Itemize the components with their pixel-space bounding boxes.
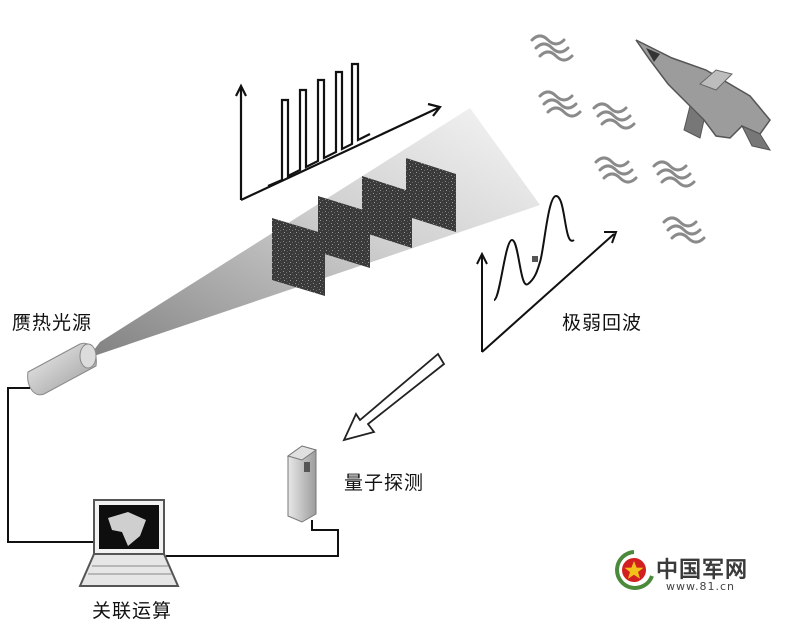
label-weak-echo: 极弱回波	[562, 312, 643, 334]
label-correlation-computing: 关联运算	[92, 600, 173, 622]
watermark-name: 中国军网	[656, 558, 749, 583]
watermark-url: www.81.cn	[666, 580, 735, 593]
speckle-panel-2	[318, 196, 370, 268]
chaff-icon	[594, 156, 638, 184]
pulse-graph	[235, 62, 442, 201]
speckle-panel-1	[272, 218, 325, 296]
return-arrow	[342, 352, 446, 442]
light-source-icon	[27, 342, 97, 396]
chaff-group	[530, 34, 706, 244]
arrow-icon	[342, 352, 446, 442]
speckle-panel-3	[362, 176, 412, 248]
label-thermal-source: 赝热光源	[12, 312, 93, 334]
laptop-icon	[78, 499, 180, 587]
detector-icon	[286, 445, 318, 523]
chaff-icon	[530, 34, 574, 62]
chaff-icon	[592, 102, 636, 130]
star-logo-icon	[615, 550, 654, 590]
fighter-jet-icon	[635, 39, 772, 151]
connection-wires	[7, 387, 339, 557]
echo-graph	[476, 194, 618, 353]
speckle-panels	[272, 158, 456, 296]
chaff-icon	[662, 216, 706, 244]
chaff-icon	[538, 90, 582, 118]
chaff-icon	[652, 160, 696, 188]
label-quantum-detection: 量子探测	[344, 472, 425, 494]
speckle-panel-4	[406, 158, 456, 232]
watermark: 中国军网 www.81.cn	[612, 548, 792, 600]
